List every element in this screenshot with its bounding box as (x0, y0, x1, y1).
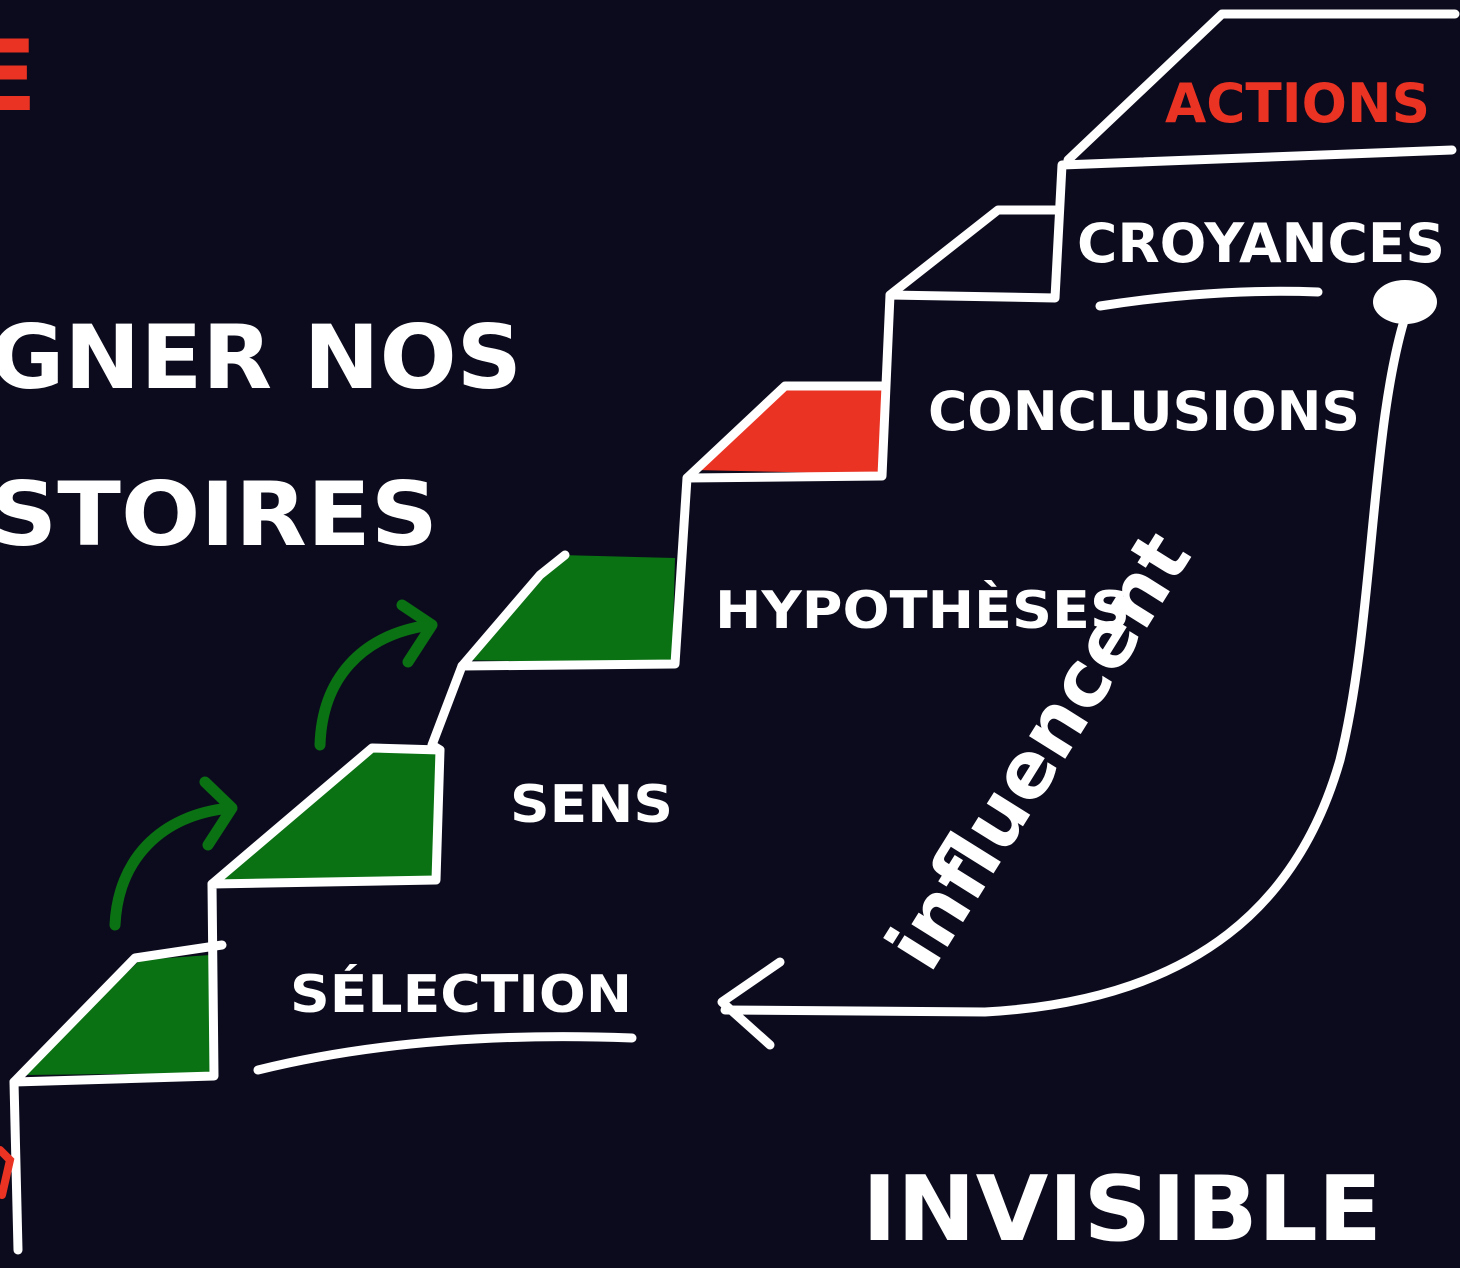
step-edge-6 (1063, 9, 1460, 165)
step-fill-green-3 (462, 555, 675, 664)
step-edge-5 (885, 205, 1060, 300)
loop-start-dot (1373, 280, 1437, 324)
step-edge-3 (457, 550, 570, 671)
heading-line-1: GNER NOS (0, 306, 522, 409)
red-fragment (0, 1146, 15, 1199)
step-label-hypotheses: HYPOTHÈSES (715, 580, 1130, 641)
green-arrow-icon (396, 599, 438, 668)
step-fill-green-2 (215, 750, 438, 880)
selection-underline (253, 1032, 637, 1075)
step-edge-2 (207, 743, 445, 889)
step-label-selection: SÉLECTION (290, 964, 632, 1025)
curved-arrow-icon (717, 957, 785, 1050)
heading-fragment-top: E (0, 20, 37, 134)
step-edge-4 (682, 381, 890, 483)
green-arrow-icon (109, 802, 236, 931)
invisible-label: INVISIBLE (862, 1157, 1382, 1262)
step-fill-green-1 (22, 955, 212, 1075)
step-label-croyances: CROYANCES (1077, 212, 1445, 275)
influence-loop-line (720, 303, 1413, 1017)
green-arrow-icon (314, 619, 436, 751)
croyances-underline (1095, 286, 1323, 311)
step-label-conclusions: CONCLUSIONS (928, 380, 1360, 443)
step-edge-1 (9, 940, 227, 1087)
step-label-sens: SENS (510, 775, 673, 835)
heading-line-2: STOIRES (0, 463, 438, 566)
step-fill-red (695, 385, 882, 474)
step-label-actions: ACTIONS (1165, 72, 1430, 135)
green-arrow-icon (199, 776, 238, 851)
